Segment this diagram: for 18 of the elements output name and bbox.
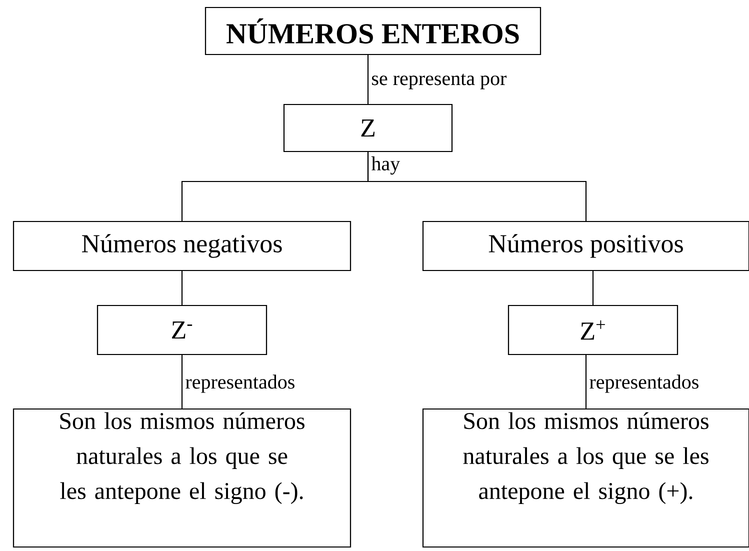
title-box: NÚMEROS ENTEROS: [204, 6, 542, 56]
process-box: Números positivos: [422, 220, 749, 272]
connector-line: [585, 354, 587, 409]
connector-line: [367, 152, 587, 222]
edge-label: representados: [588, 374, 700, 394]
connector-line: [367, 54, 369, 104]
process-box: Z$^{+}$: [508, 304, 678, 356]
text-box: Son los mismos números naturales a los que se les antepone el signo (+).: [422, 408, 749, 548]
process-box: Z$^{-}$: [96, 304, 268, 356]
process-box: Números negativos: [12, 220, 352, 272]
connector-line: [181, 354, 183, 409]
process-box: Z: [283, 104, 453, 152]
edge-label: representados: [184, 374, 296, 394]
edge-label: se representa por: [370, 72, 508, 90]
connector-line: [592, 270, 594, 306]
text-box: Son los mismos números naturales a los que se les antepone el signo (-).: [12, 408, 352, 548]
connector-line: [181, 270, 183, 306]
edge-label: hay: [370, 155, 402, 176]
